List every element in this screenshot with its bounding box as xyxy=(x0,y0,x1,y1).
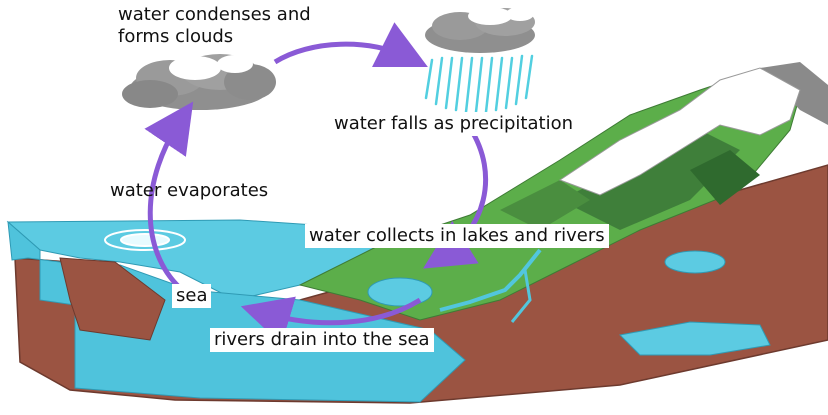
lake xyxy=(367,277,433,307)
river xyxy=(439,248,542,312)
forest-patch xyxy=(560,130,740,230)
arrow-clouds-to-rain xyxy=(273,22,428,67)
label-precipitation: water falls as precipitation xyxy=(330,112,578,136)
forest-patch xyxy=(690,150,760,205)
label-collects: water collects in lakes and rivers xyxy=(305,224,609,248)
label-condenses: water condenses and forms clouds xyxy=(118,4,311,47)
label-drain: rivers drain into the sea xyxy=(210,328,434,352)
rain-streaks xyxy=(424,54,534,114)
mountain-snow xyxy=(558,67,801,196)
underground-water xyxy=(618,321,771,356)
coastal-shelf xyxy=(59,257,166,341)
forest-patch xyxy=(500,180,590,230)
ripple-ring xyxy=(104,229,186,251)
arrow-sea-to-clouds xyxy=(144,101,194,290)
condensation-cloud xyxy=(122,54,276,110)
rain-cloud xyxy=(425,7,535,53)
lake xyxy=(664,250,726,274)
arrow-rivers-to-sea xyxy=(240,296,422,345)
ripple-ring xyxy=(120,233,170,247)
label-sea: sea xyxy=(172,284,212,308)
label-evaporates: water evaporates xyxy=(110,180,269,201)
river xyxy=(510,269,532,323)
